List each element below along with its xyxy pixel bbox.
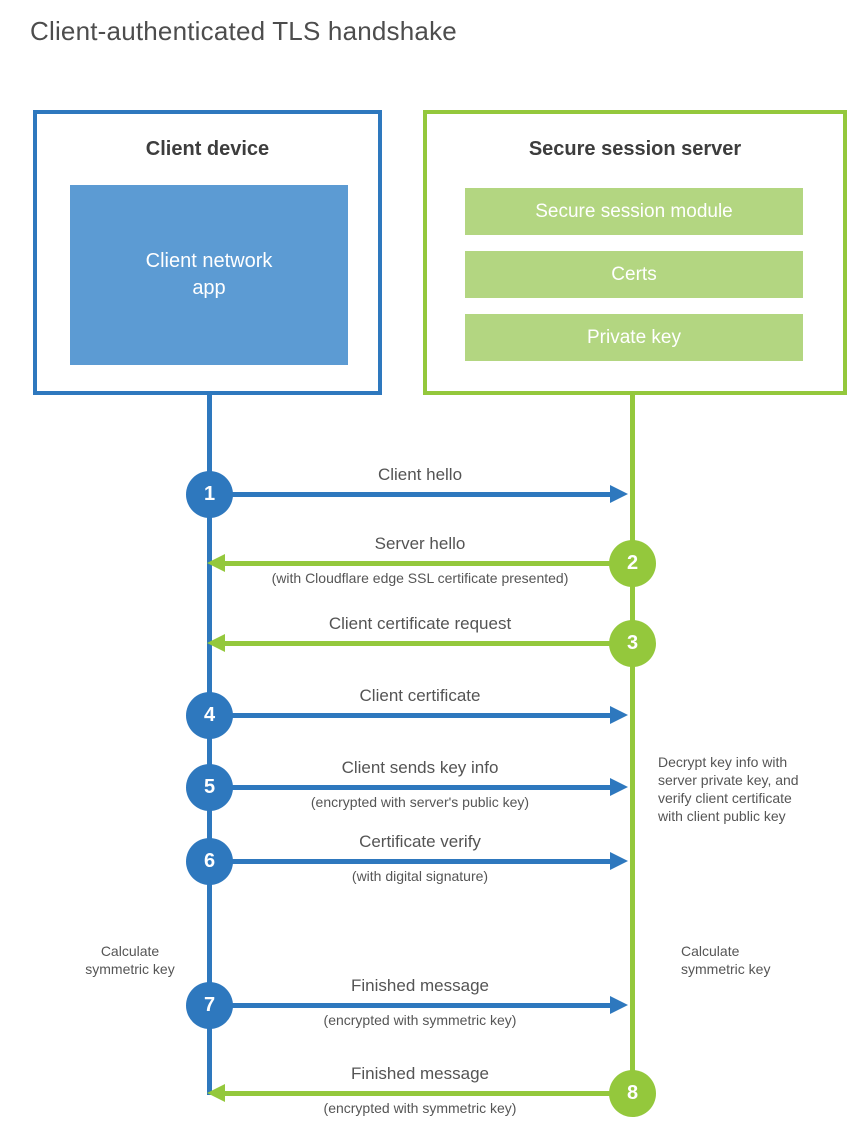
decrypt-note: Decrypt key info with server private key… bbox=[658, 754, 799, 824]
step-6-arrow-line bbox=[230, 859, 610, 864]
step-7-circle: 7 bbox=[186, 981, 233, 1029]
step-5-sublabel: (encrypted with server's public key) bbox=[310, 794, 530, 810]
step-3-circle: 3 bbox=[609, 619, 656, 667]
step-8-circle: 8 bbox=[609, 1069, 656, 1117]
step-2-arrowhead-icon bbox=[207, 554, 225, 572]
step-5-circle: 5 bbox=[186, 763, 233, 811]
step-4-label: Client certificate bbox=[359, 686, 481, 705]
step-5-arrowhead-icon bbox=[610, 778, 628, 796]
step-3-arrow-line bbox=[225, 641, 612, 646]
step-7-sublabel: (encrypted with symmetric key) bbox=[323, 1012, 517, 1028]
step-2-arrow-line bbox=[225, 561, 612, 566]
secure-session-server-title: Secure session server bbox=[528, 138, 742, 160]
page-title: Client-authenticated TLS handshake bbox=[30, 16, 457, 46]
server-module-certs: Certs bbox=[465, 251, 803, 298]
step-5-label: Client sends key info bbox=[341, 758, 499, 777]
step-3-label: Client certificate request bbox=[328, 614, 512, 633]
step-4-arrowhead-icon bbox=[610, 706, 628, 724]
step-6-label: Certificate verify bbox=[359, 832, 481, 851]
server-lifeline bbox=[630, 394, 635, 1093]
step-3-arrowhead-icon bbox=[207, 634, 225, 652]
step-7-label: Finished message bbox=[351, 976, 489, 995]
step-6-circle: 6 bbox=[186, 837, 233, 885]
step-7-arrowhead-icon bbox=[610, 996, 628, 1014]
step-2-sublabel: (with Cloudflare edge SSL certificate pr… bbox=[271, 570, 569, 586]
client-device-title: Client device bbox=[145, 138, 270, 160]
step-1-arrowhead-icon bbox=[610, 485, 628, 503]
step-5-arrow-line bbox=[230, 785, 610, 790]
step-1-arrow-line bbox=[230, 492, 610, 497]
calculate-symmetric-key-note-server: Calculate symmetric key bbox=[681, 943, 771, 977]
step-4-circle: 4 bbox=[186, 691, 233, 739]
step-1-label: Client hello bbox=[377, 465, 463, 484]
server-module-secure-session: Secure session module bbox=[465, 188, 803, 235]
calculate-symmetric-key-note-client: Calculate symmetric key bbox=[85, 943, 175, 977]
step-8-arrow-line bbox=[225, 1091, 612, 1096]
client-lifeline bbox=[207, 394, 212, 1095]
step-8-arrowhead-icon bbox=[207, 1084, 225, 1102]
step-2-label: Server hello bbox=[374, 534, 466, 553]
client-network-app-box: Client network app bbox=[70, 185, 348, 365]
step-1-circle: 1 bbox=[186, 470, 233, 518]
step-7-arrow-line bbox=[230, 1003, 610, 1008]
step-6-sublabel: (with digital signature) bbox=[351, 868, 489, 884]
step-8-label: Finished message bbox=[351, 1064, 489, 1083]
step-8-sublabel: (encrypted with symmetric key) bbox=[323, 1100, 517, 1116]
step-6-arrowhead-icon bbox=[610, 852, 628, 870]
step-2-circle: 2 bbox=[609, 539, 656, 587]
step-4-arrow-line bbox=[230, 713, 610, 718]
server-module-private-key: Private key bbox=[465, 314, 803, 361]
